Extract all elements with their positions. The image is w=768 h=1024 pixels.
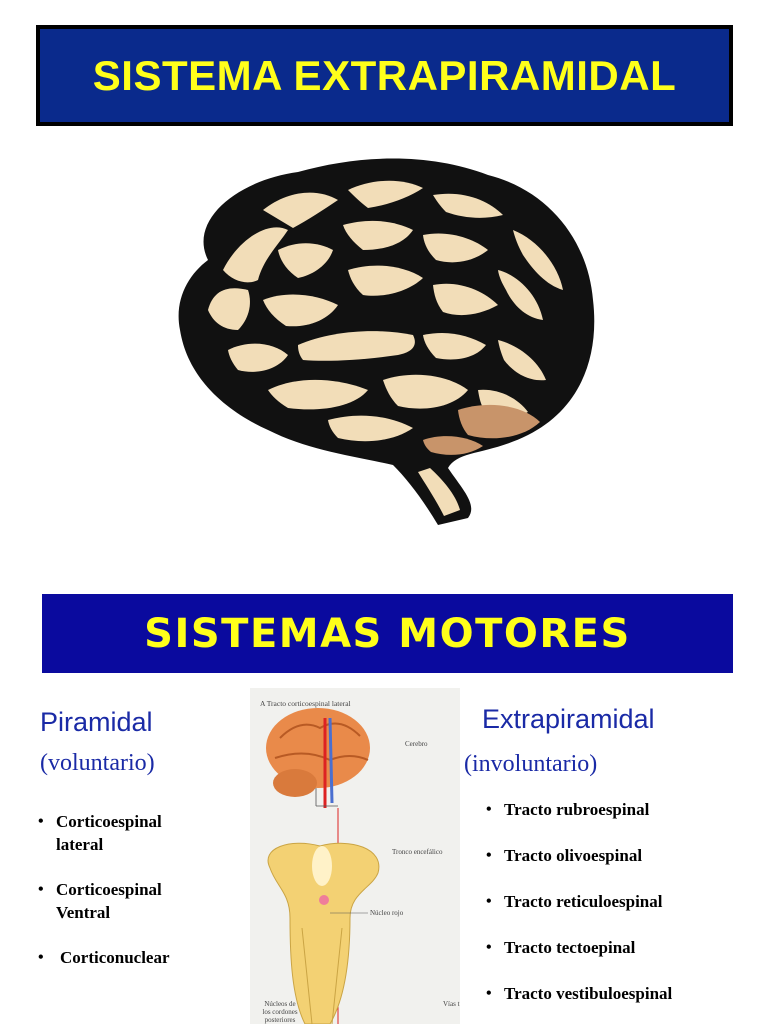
figure-label-nucleos: Núcleos de los cordones posteriores (262, 1000, 298, 1024)
piramidal-heading: Piramidal (40, 707, 153, 737)
figure-label-nucleo: Núcleo rojo (370, 909, 404, 917)
piramidal-list: Corticoespinal lateral Corticoespinal Ve… (38, 810, 238, 969)
corticospinal-tract-diagram (266, 708, 380, 1024)
slide2-title-banner: SISTEMAS MOTORES (42, 594, 733, 673)
figure-label-tronco: Tronco encefálico (392, 848, 443, 856)
list-item: Tracto rubroespinal (486, 798, 756, 821)
anatomy-figure: A Tracto corticoespinal lateral Cerebro … (250, 688, 460, 1024)
extrapiramidal-subheading: (involuntario) (464, 751, 598, 777)
figure-label-vias: Vías t (443, 1000, 460, 1008)
figure-label-top: A Tracto corticoespinal lateral (260, 699, 351, 708)
brain-illustration (178, 158, 595, 525)
list-item: Corticoespinal lateral (38, 810, 238, 856)
slide2-title: SISTEMAS MOTORES (144, 610, 631, 657)
figure-label-cerebro: Cerebro (405, 740, 428, 748)
extrapiramidal-heading: Extrapiramidal (482, 704, 655, 734)
list-item: Tracto olivoespinal (486, 844, 756, 867)
list-item: Corticonuclear (38, 946, 238, 969)
list-item: Tracto vestibuloespinal (486, 982, 756, 1005)
slide1-title-banner: SISTEMA EXTRAPIRAMIDAL (37, 26, 732, 125)
list-item: Corticoespinal Ventral (38, 878, 238, 924)
list-item: Tracto reticuloespinal (486, 890, 756, 913)
slide1-title: SISTEMA EXTRAPIRAMIDAL (92, 51, 677, 99)
list-item: Tracto tectoepinal (486, 936, 756, 959)
extrapiramidal-list: Tracto rubroespinal Tracto olivoespinal … (486, 798, 756, 1005)
piramidal-subheading: (voluntario) (40, 750, 155, 776)
